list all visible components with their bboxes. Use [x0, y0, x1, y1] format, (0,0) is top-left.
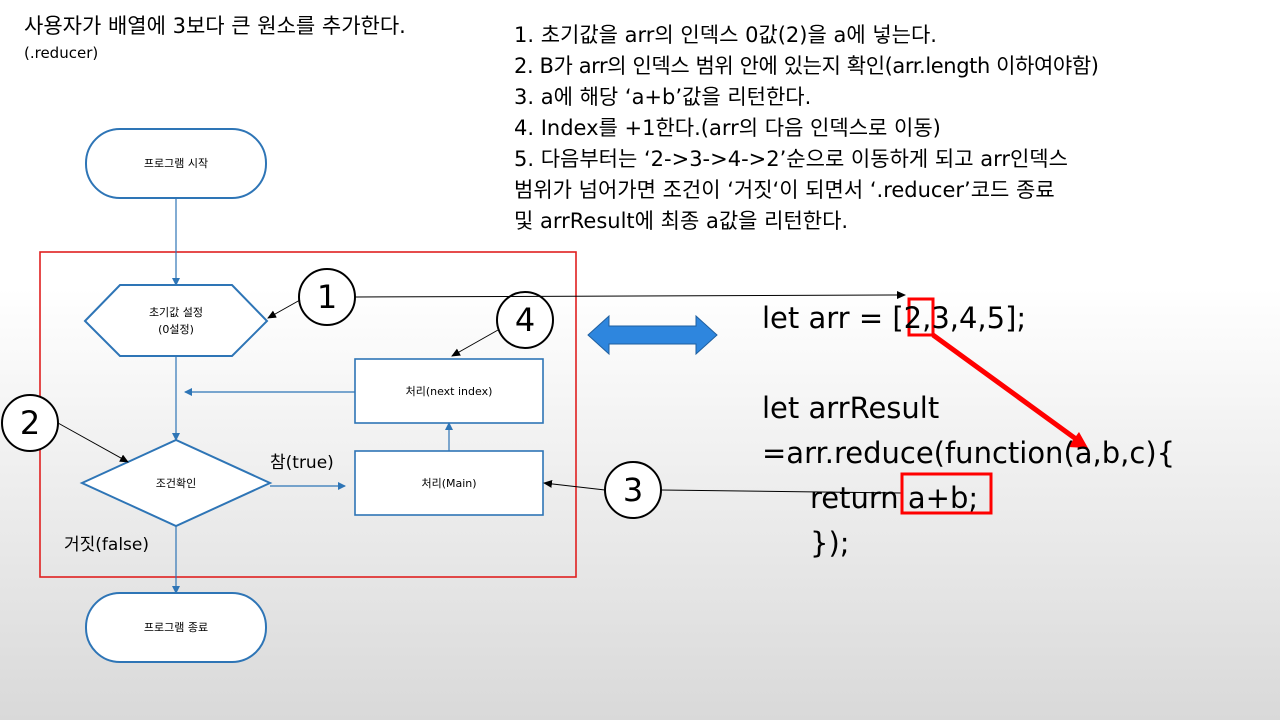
pointer-3-to-main [543, 479, 606, 491]
init-node[interactable] [83, 284, 269, 357]
pointer-2-to-condition [57, 422, 129, 463]
true-label: 참(true) [270, 453, 334, 473]
step-3: 3. a에 해당 ‘a+b’값을 리턴한다. [514, 85, 812, 109]
step-5: 5. 다음부터는 ‘2->3->4->2’순으로 이동하게 되고 arr인덱스 [514, 147, 1068, 171]
end-label: 프로그램 종료 [143, 621, 209, 634]
pointer-1-to-init [267, 299, 301, 319]
false-label: 거짓(false) [64, 535, 149, 555]
code-line-4: return a+b; [810, 481, 979, 515]
marker-4-circle [496, 291, 554, 349]
step-2: 2. B가 arr의 인덱스 범위 안에 있는지 확인(arr.length 이… [514, 54, 1099, 78]
highlight-first-element [907, 297, 935, 337]
process-main-label: 처리(Main) [421, 476, 477, 490]
step-1: 1. 초기값을 arr의 인덱스 0값(2)을 a에 넣는다. [514, 23, 937, 47]
page-subtitle: (.reducer) [24, 44, 99, 62]
code-line-2: let arrResult [762, 391, 940, 425]
init-label-line2: (0설정) [158, 323, 194, 336]
process-next-node[interactable] [354, 358, 544, 424]
pointer-1-to-code [354, 291, 906, 300]
step-4: 4. Index를 +1한다.(arr의 다음 인덱스로 이동) [514, 116, 941, 140]
code-line-5: }); [810, 526, 850, 560]
marker-4: 4 [514, 301, 536, 339]
step-5-cont: 범위가 넘어가면 조건이 ‘거짓‘이 되면서 ‘.reducer’코드 종료 [514, 178, 1055, 202]
init-label-line1: 초기값 설정 [148, 306, 204, 319]
code-line-1: let arr = [2,3,4,5]; [762, 301, 1027, 335]
marker-2: 2 [19, 404, 41, 442]
condition-node[interactable] [79, 438, 273, 528]
start-label: 프로그램 시작 [143, 157, 209, 170]
steps-list: 1. 초기값을 arr의 인덱스 0값(2)을 a에 넣는다. 2. B가 ar… [514, 20, 1099, 237]
double-arrow-icon [587, 314, 718, 356]
init-label: 초기값 설정 (0설정) [110, 290, 242, 352]
highlight-return-expression [900, 472, 993, 515]
red-arrow-shaft [931, 332, 1078, 442]
condition-label: 조건확인 [155, 476, 197, 490]
code-block: let arr = [2,3,4,5]; let arrResult =arr.… [762, 296, 1175, 566]
process-next-label: 처리(next index) [405, 384, 493, 398]
page-title: 사용자가 배열에 3보다 큰 원소를 추가한다. [24, 14, 406, 38]
red-arrow-head [1068, 432, 1088, 448]
marker-1: 1 [316, 278, 338, 316]
pointer-4-to-next [451, 329, 499, 357]
code-line-3: =arr.reduce(function(a,b,c){ [762, 436, 1176, 470]
marker-3: 3 [622, 471, 644, 509]
pointer-3-to-code [660, 489, 903, 494]
step-5-end: 및 arrResult에 최종 a값을 리턴한다. [514, 209, 849, 233]
